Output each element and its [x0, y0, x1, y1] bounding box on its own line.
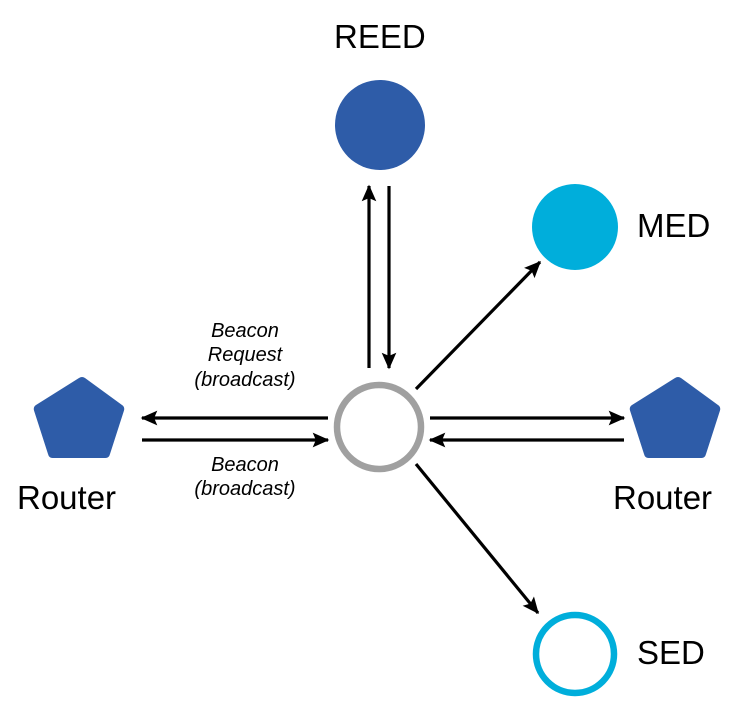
node-med[interactable] [532, 184, 618, 270]
node-router-right[interactable] [629, 377, 721, 458]
node-label-router-right: Router [613, 479, 713, 516]
node-label-sed: SED [637, 634, 705, 671]
arrow-center-to-sed [414, 462, 540, 615]
edge-label-beacon: Beacon (broadcast) [194, 454, 296, 501]
node-group [33, 80, 721, 697]
node-router-left[interactable] [33, 377, 125, 458]
edge-label-beacon-request: Beacon Request (broadcast) [194, 320, 296, 391]
node-reed[interactable] [335, 80, 425, 170]
arrow-center-to-med [414, 260, 542, 391]
node-label-med: MED [637, 207, 711, 244]
node-sed[interactable] [532, 611, 618, 697]
node-label-router-left: Router [17, 479, 117, 516]
node-label-reed: REED [334, 18, 426, 55]
node-center-joiner[interactable] [333, 381, 425, 473]
edge-group [140, 184, 626, 615]
